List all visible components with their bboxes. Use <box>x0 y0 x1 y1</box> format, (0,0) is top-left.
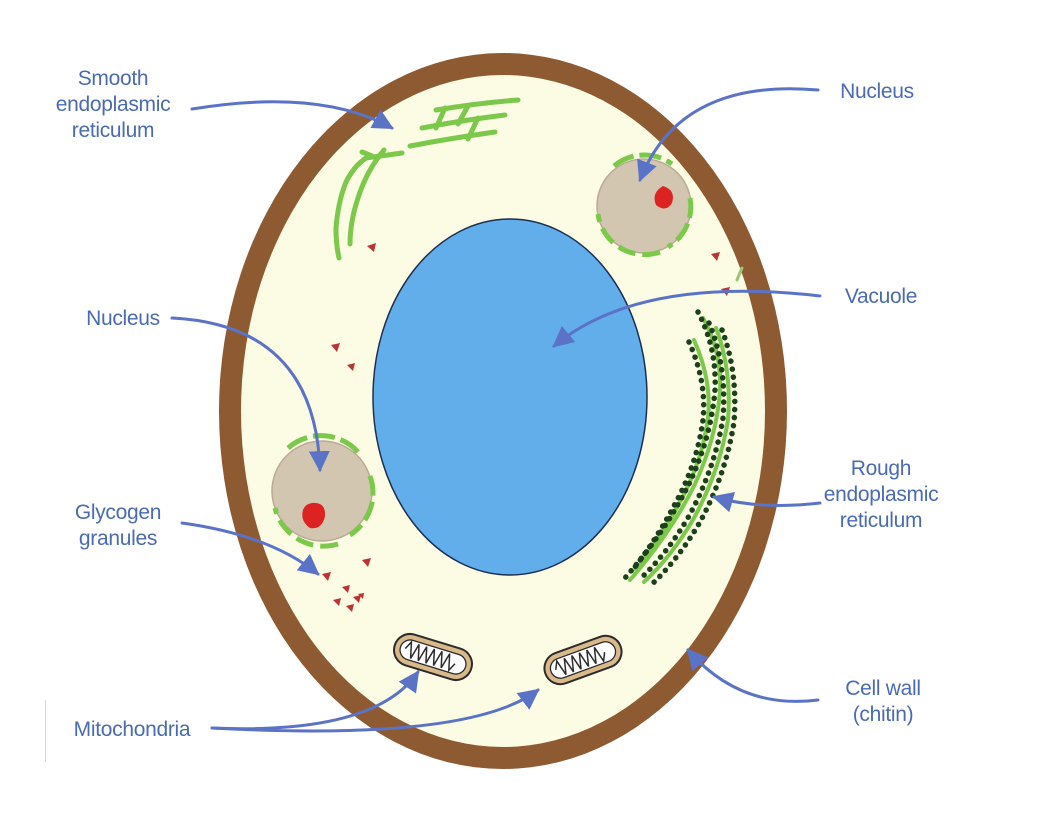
arrow-nucleus-left <box>170 316 330 473</box>
glycogen-granules <box>322 243 730 612</box>
mitochondrion-right <box>543 634 623 686</box>
smooth-er <box>333 97 521 261</box>
rough-er <box>622 309 738 589</box>
label-cell-wall-line-1: Cell wall <box>845 677 921 700</box>
label-nucleus-left-line-1: Nucleus <box>86 307 160 330</box>
vacuole <box>372 218 648 576</box>
arrow-vacuole <box>552 289 822 348</box>
label-glycogen: Glycogen granules <box>58 500 178 552</box>
label-glycogen-line-2: granules <box>78 527 158 550</box>
label-mitochondria-line-1: Mitochondria <box>73 718 191 741</box>
nucleolus-left <box>302 502 326 529</box>
label-nucleus-top: Nucleus <box>822 79 932 105</box>
arrow-smooth-er <box>190 100 394 130</box>
arrow-cell-wall <box>686 648 820 703</box>
label-mitochondria: Mitochondria <box>52 717 212 743</box>
arrow-rough-er <box>711 492 822 513</box>
arrow-mitochondria-right <box>210 688 540 733</box>
label-nucleus-top-line-1: Nucleus <box>840 80 914 103</box>
label-vacuole: Vacuole <box>826 284 936 310</box>
label-smooth-er: Smooth endoplasmic reticulum <box>38 66 188 144</box>
scan-edge-line <box>45 700 46 762</box>
nucleolus-top <box>654 186 673 209</box>
label-rough-er: Rough endoplasmic reticulum <box>806 456 956 534</box>
label-smooth-er-line-3: reticulum <box>71 119 155 142</box>
label-glycogen-line-1: Glycogen <box>74 501 162 524</box>
nucleus-left <box>271 433 376 549</box>
label-cell-wall: Cell wall (chitin) <box>818 676 948 728</box>
er-fragment <box>735 266 744 282</box>
arrow-glycogen <box>180 521 320 576</box>
label-nucleus-left: Nucleus <box>68 306 178 332</box>
mitochondrion-left <box>393 632 473 682</box>
nucleus-top <box>595 152 694 258</box>
label-rough-er-line-2: endoplasmic <box>823 483 939 506</box>
label-vacuole-line-1: Vacuole <box>844 285 918 308</box>
label-smooth-er-line-1: Smooth <box>77 67 149 90</box>
label-cell-wall-line-2: (chitin) <box>852 703 914 726</box>
label-rough-er-line-1: Rough <box>850 457 912 480</box>
label-rough-er-line-3: reticulum <box>839 509 923 532</box>
arrow-nucleus-top <box>637 87 820 182</box>
label-smooth-er-line-2: endoplasmic <box>55 93 171 116</box>
